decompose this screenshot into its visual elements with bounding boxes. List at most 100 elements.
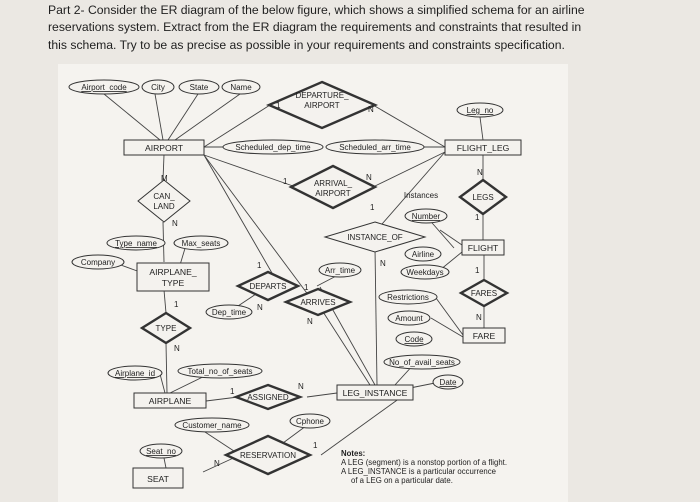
cardinalities: 1 N 1 N M N 1 N N 1 1 N 1 N 1 N 1 N 1 N … [161,101,483,468]
rel-assigned: ASSIGNED [232,383,304,411]
notes: Notes: A LEG (segment) is a nonstop port… [341,449,507,485]
cardinality-label: N [380,259,386,268]
rel-label: DEPARTS [249,282,286,291]
entity-seat: SEAT [132,467,184,489]
attr-type-name: Type_name [106,235,166,251]
attr-label: Seat_no [146,447,176,456]
attr-amount: Amount [387,310,431,326]
rel-arrival-airport: ARRIVAL_ AIRPORT [288,164,378,210]
rel-label: ARRIVES [300,298,335,307]
attr-label: Leg_no [467,106,494,115]
attr-number: Number [404,208,448,224]
entity-fare: FARE [462,327,506,344]
rel-label: DEPARTURE_ [295,91,349,100]
rel-label: FARES [471,289,497,298]
attr-label: Total_no_of_seats [188,367,253,376]
entity-label: AIRPLANE_ [149,267,197,277]
attr-weekdays: Weekdays [400,264,450,280]
entity-airplane-type: AIRPLANE_ TYPE [136,262,210,292]
attr-label: Scheduled_dep_time [235,143,311,152]
attr-label: Arr_time [325,266,356,275]
attr-total-no-of-seats: Total_no_of_seats [177,363,263,379]
attr-scheduled-dep-time: Scheduled_dep_time [222,139,324,155]
attr-label: Airplane_id [115,369,155,378]
cardinality-label: 1 [174,300,179,309]
cardinality-label: 1 [370,203,375,212]
attr-label: Name [230,83,252,92]
rel-fares: FARES [458,278,510,308]
attr-customer-name: Customer_name [174,417,250,433]
attr-code: Code [395,331,433,347]
rel-label: TYPE [156,324,177,333]
notes-line: of a LEG on a particular date. [351,476,453,485]
attr-label: Number [412,212,441,221]
entity-label: FARE [473,331,496,341]
attr-date: Date [432,374,464,390]
question-line: Part 2- Consider the ER diagram of the b… [48,3,585,17]
cardinality-label: 1 [230,387,235,396]
notes-title: Notes: [341,449,365,458]
attr-label: Scheduled_arr_time [339,143,411,152]
attr-seat-no: Seat_no [139,443,183,459]
entity-airport: AIRPORT [123,139,205,156]
attr-restrictions: Restrictions [378,289,438,305]
attr-instances: Instances [404,191,438,200]
entity-label: FLIGHT_LEG [457,143,510,153]
rel-can-land: CAN_ LAND [137,179,191,223]
rel-label: AIRPORT [315,189,351,198]
attr-airplane-id: Airplane_id [107,365,163,381]
entity-airplane: AIRPLANE [133,392,207,409]
question-text: Part 2- Consider the ER diagram of the b… [48,2,648,54]
entity-flight-leg: FLIGHT_LEG [444,139,522,156]
attr-company: Company [71,254,125,270]
rel-label: AIRPORT [304,101,340,110]
rel-arrives: ARRIVES [282,287,354,317]
attr-label: Company [81,258,115,267]
cardinality-label: 1 [475,266,480,275]
attr-scheduled-arr-time: Scheduled_arr_time [325,139,425,155]
attr-label: Code [404,335,424,344]
attr-dep-time: Dep_time [205,304,253,320]
attr-label: No_of_avail_seats [389,358,455,367]
rel-departs: DEPARTS [235,270,301,302]
rel-type: TYPE [139,311,193,345]
attr-label: Weekdays [406,268,443,277]
rel-label: LAND [153,202,175,211]
attr-label: Restrictions [387,293,429,302]
attr-label: State [190,83,209,92]
attr-label: Customer_name [182,421,242,430]
attr-leg-no: Leg_no [456,102,504,118]
cardinality-label: N [174,344,180,353]
cardinality-label: 1 [304,283,309,292]
rel-label: LEGS [472,193,493,202]
entity-label: AIRPLANE [149,396,192,406]
question-line: reservations system. Extract from the ER… [48,20,582,35]
attr-max-seats: Max_seats [173,235,229,251]
rel-label: ASSIGNED [247,393,289,402]
rel-departure-airport: DEPARTURE_ AIRPORT [265,80,379,130]
cardinality-label: 1 [257,261,262,270]
connector-lines [103,93,485,473]
rel-reservation: RESERVATION [223,434,313,476]
attr-label: Instances [404,191,438,200]
cardinality-label: N [476,313,482,322]
cardinality-label: 1 [313,441,318,450]
attr-name: Name [221,79,261,95]
cardinality-label: N [477,168,483,177]
attr-label: City [151,83,165,92]
notes-line: A LEG_INSTANCE is a particular occurrenc… [341,467,496,476]
rel-label: RESERVATION [240,451,296,460]
attr-cphone: Cphone [289,413,331,429]
cardinality-label: 1 [283,177,288,186]
notes-line: A LEG (segment) is a nonstop portion of … [341,458,507,467]
cardinality-label: N [307,317,313,326]
rel-label: CAN_ [153,192,175,201]
attr-city: City [141,79,175,95]
cardinality-label: N [366,173,372,182]
attr-label: Date [440,378,457,387]
entity-label: TYPE [162,278,185,288]
attr-label: Airport_code [81,83,127,92]
attr-airline: Airline [404,246,442,262]
